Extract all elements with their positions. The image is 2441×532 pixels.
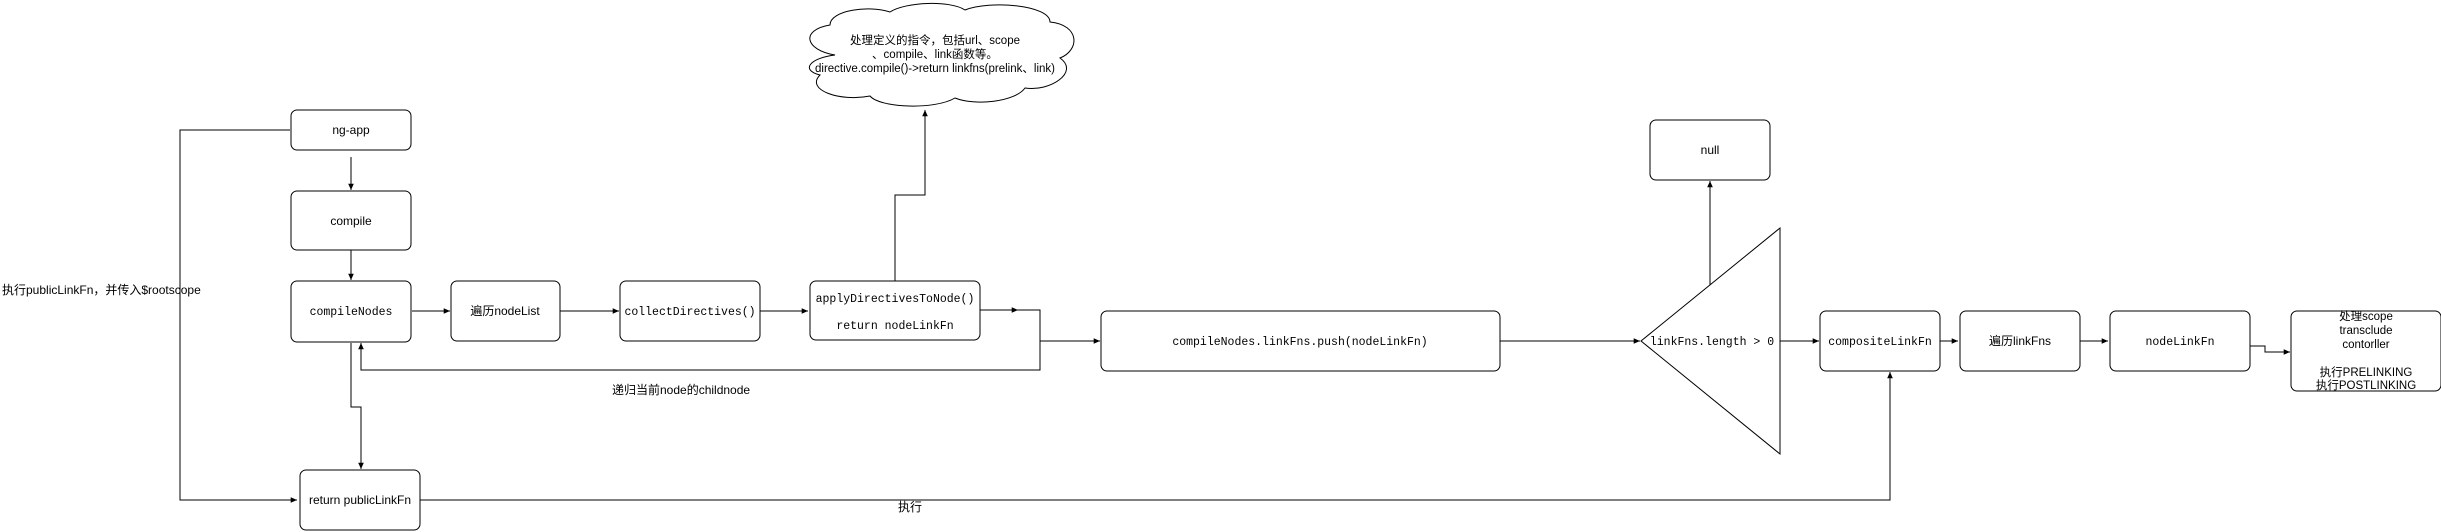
node-apply-directives-line1: applyDirectivesToNode(): [816, 293, 975, 306]
node-return-public-link-fn[interactable]: return publicLinkFn: [299, 469, 421, 531]
node-condition-label: linkFns.length > 0: [1650, 336, 1774, 349]
cloud-line-3: directive.compile()->return linkfns(prel…: [815, 63, 1055, 75]
edges: [179, 110, 2290, 503]
cloud-line-2: 、compile、link函数等。: [872, 47, 998, 61]
node-final-step-line-5: 执行PRELINKING: [2320, 365, 2413, 379]
node-final-step-line-3: contorller: [2342, 339, 2389, 351]
cloud-shape: [808, 3, 1075, 107]
label-recurse-childnode: 递归当前node的childnode: [612, 382, 750, 397]
edge-apply-cloud: [894, 110, 928, 282]
node-apply-directives[interactable]: applyDirectivesToNode() return nodeLinkF…: [809, 280, 981, 341]
edge-compilenodes-return: [350, 343, 364, 469]
node-push-link-fns[interactable]: compileNodes.linkFns.push(nodeLinkFn): [1100, 310, 1501, 372]
condition-triangle: [1640, 226, 1781, 456]
cloud-note: 处理定义的指令，包括url、scope 、compile、link函数等。 di…: [808, 3, 1075, 107]
edge-execute: [420, 372, 1893, 501]
node-final-step-line-2: transclude: [2339, 325, 2392, 337]
node-final-step-line-1: 处理scope: [2339, 310, 2393, 323]
node-traverse-link-fns-label: 遍历linkFns: [1989, 334, 2051, 348]
label-execute: 执行: [898, 500, 922, 514]
node-apply-directives-line2: return nodeLinkFn: [836, 320, 953, 333]
node-ng-app[interactable]: ng-app: [290, 109, 412, 151]
edge-apply-push: [980, 309, 1100, 344]
node-compile[interactable]: compile: [290, 190, 412, 251]
node-return-public-link-fn-label: return publicLinkFn: [309, 493, 411, 507]
node-compile-label: compile: [330, 214, 372, 228]
node-collect-directives-label: collectDirectives(): [624, 306, 755, 319]
node-composite-link-fn[interactable]: compositeLinkFn: [1819, 310, 1941, 372]
node-traverse-link-fns[interactable]: 遍历linkFns: [1959, 310, 2081, 372]
node-traverse-node-list-label: 遍历nodeList: [470, 304, 540, 318]
node-traverse-node-list[interactable]: 遍历nodeList: [450, 280, 561, 342]
edge-execute-publiclinkfn: [179, 129, 297, 503]
node-final-step[interactable]: 处理scope transclude contorller 执行PRELINKI…: [2290, 310, 2441, 392]
edge-nodelinkfn-final: [2250, 345, 2290, 355]
node-push-link-fns-label: compileNodes.linkFns.push(nodeLinkFn): [1172, 336, 1427, 349]
node-condition[interactable]: linkFns.length > 0: [1640, 226, 1781, 456]
node-compile-nodes[interactable]: compileNodes: [290, 280, 412, 343]
node-null[interactable]: null: [1649, 119, 1771, 181]
node-null-label: null: [1701, 143, 1720, 157]
label-execute-publiclinkfn: 执行publicLinkFn，并传入$rootscope: [2, 282, 201, 297]
node-compile-nodes-label: compileNodes: [310, 306, 393, 319]
node-final-step-line-6: 执行POSTLINKING: [2316, 378, 2416, 392]
node-composite-link-fn-label: compositeLinkFn: [1828, 336, 1932, 349]
node-collect-directives[interactable]: collectDirectives(): [619, 280, 761, 342]
edge-recurse-childnode: [358, 341, 1041, 371]
node-ng-app-label: ng-app: [332, 123, 370, 137]
cloud-line-1: 处理定义的指令，包括url、scope: [850, 33, 1020, 47]
node-node-link-fn[interactable]: nodeLinkFn: [2109, 310, 2251, 372]
node-node-link-fn-label: nodeLinkFn: [2145, 336, 2214, 349]
